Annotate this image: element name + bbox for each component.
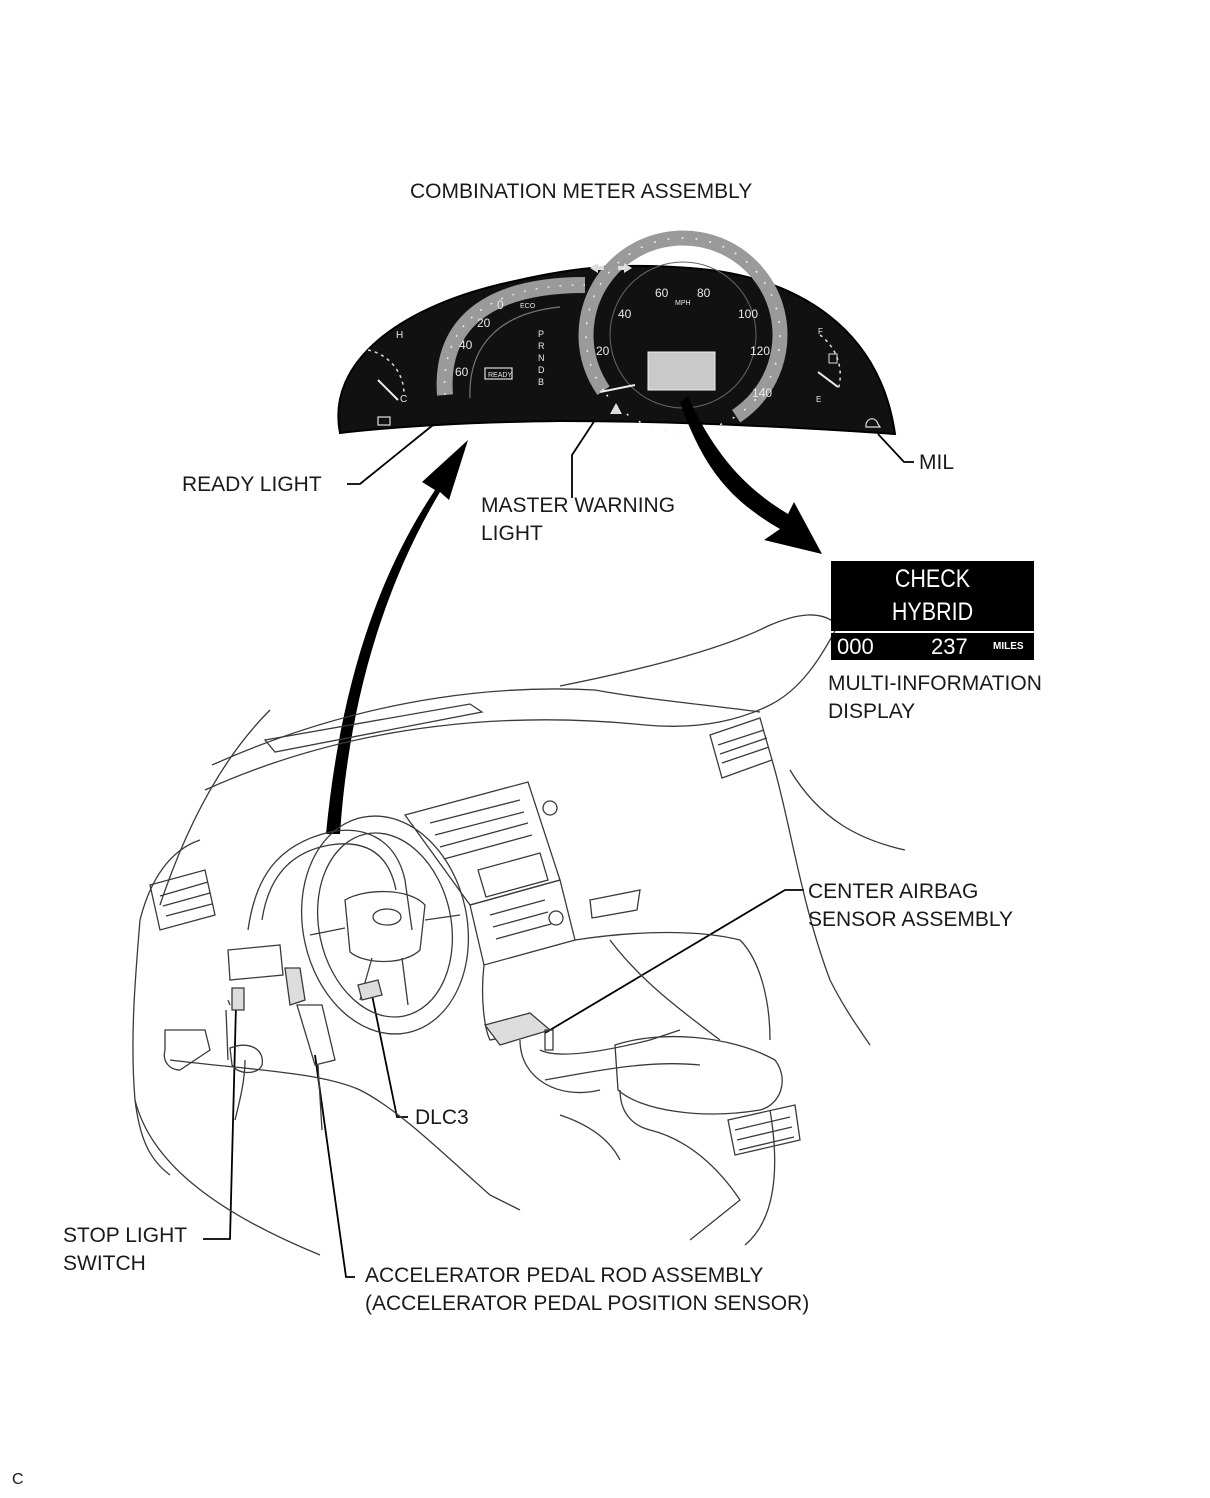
gear-indicator: P R N D B [538,329,545,387]
mid-line1: CHECK [894,565,971,593]
accel-leader [314,1054,355,1278]
speedometer: 20 40 60 80 100 120 140 MPH [578,230,788,440]
combination-meter: H C 0 20 40 60 ECO P R N D B READY [337,230,897,440]
mil-engine-icon [865,418,882,428]
accelerator-label: ACCELERATOR PEDAL ROD ASSEMBLY (ACCELERA… [365,1262,809,1318]
battery-icon [377,416,391,426]
arrow-to-meter [326,440,468,834]
diagram-title: COMBINATION METER ASSEMBLY [410,180,753,203]
left-dash-vent [149,869,216,931]
master-warning-label: MASTER WARNING LIGHT [481,492,675,548]
steering-hub [344,890,426,963]
ready-light-label: READY LIGHT [182,473,322,496]
corner-mark: C [12,1471,24,1488]
accelerator-label-line2: (ACCELERATOR PEDAL POSITION SENSOR) [365,1292,810,1315]
glovebox-handle [589,889,641,919]
ready-light-leader [347,424,434,485]
temp-high-label: H [396,330,403,341]
pedal-bracket [284,967,306,1006]
defroster-vent [263,703,484,753]
ready-light-lamp [484,367,513,380]
fuel-empty-label: E [816,395,821,404]
dlc3-leader [371,994,408,1118]
temp-gauge: H C [367,330,407,426]
svg-text:D: D [538,365,545,375]
multi-information-label-line2: DISPLAY [828,700,916,723]
center-airbag-label-line1: CENTER AIRBAG [808,880,979,903]
speed-tick-140: 140 [752,386,772,400]
center-airbag-label-line2: SENSOR ASSEMBLY [808,908,1014,931]
speed-tick-100: 100 [738,307,758,321]
mil-label: MIL [919,451,955,474]
temp-low-label: C [400,394,407,405]
stop-light-label-line2: SWITCH [63,1252,146,1275]
vehicle-interior [132,614,906,1256]
speed-tick-60: 60 [655,286,669,300]
speed-tick-20: 20 [596,344,610,358]
speed-needle [599,384,636,393]
master-warning-icon [610,403,622,414]
leader-lines [203,419,914,1278]
dlc3-connector [357,979,383,1001]
instrument-hood [247,829,413,931]
speed-tick-80: 80 [697,286,711,300]
mid-odometer-bar: 000 237 MILES [831,633,1034,660]
multi-information-label: MULTI-INFORMATION DISPLAY [828,670,1042,726]
multi-information-display: CHECK HYBRID SYSTEM 000 237 MILES [831,561,1034,660]
svg-text:R: R [538,341,545,351]
accelerator-pedal [296,1004,336,1066]
master-warning-label-line1: MASTER WARNING [481,494,676,517]
center-stack-lower [469,879,576,966]
accelerator-label-line1: ACCELERATOR PEDAL ROD ASSEMBLY [365,1264,764,1287]
svg-text:N: N [538,353,545,363]
rear-vent [727,1104,801,1156]
pointer-arrows [326,397,822,834]
dlc3-label: DLC3 [415,1106,469,1129]
fuel-gauge: F E [816,327,882,428]
stop-light-label-line1: STOP LIGHT [63,1224,188,1247]
fuel-pump-icon [828,353,838,364]
right-dash-vent [709,717,773,779]
mid-unit: MILES [993,641,1024,652]
airbag-sensor-unit [483,1012,552,1046]
right-turn-icon [618,263,632,273]
multi-information-label-line1: MULTI-INFORMATION [828,672,1042,695]
svg-text:B: B [538,377,544,387]
windshield-edge [559,614,835,687]
meter-info-screen [647,351,716,391]
speed-tick-40: 40 [618,307,632,321]
stop-light-switch [231,987,245,1011]
stop-light-leader [203,1004,237,1240]
steering-wheel [300,815,470,1035]
eco-caption: ECO [520,303,536,310]
mil-leader [877,433,914,463]
eco-tick-20: 20 [477,316,491,330]
stop-light-label: STOP LIGHT SWITCH [63,1222,187,1278]
master-warning-label-line2: LIGHT [481,522,543,545]
svg-text:P: P [538,329,544,339]
center-airbag-leader [544,889,804,1034]
ready-lamp-text: READY [488,372,512,379]
left-turn-icon [590,263,604,273]
eco-tick-0: 0 [497,298,504,312]
fuel-full-label: F [818,327,823,336]
knee-panel [227,944,284,981]
armrest [614,1035,783,1115]
center-airbag-label: CENTER AIRBAG SENSOR ASSEMBLY [808,878,1013,934]
mid-trip-value: 000 [837,634,874,659]
speed-unit: MPH [675,300,691,307]
mid-screen: CHECK HYBRID SYSTEM [831,561,1034,658]
eco-gauge: 0 20 40 60 ECO P R N D B READY [436,277,586,399]
arrow-to-display [680,397,822,554]
mid-odometer-value: 237 [931,634,968,659]
dash-top-line [211,688,596,766]
master-warning-leader [571,419,596,498]
speed-tick-120: 120 [750,344,770,358]
eco-tick-40: 40 [459,338,473,352]
eco-tick-60: 60 [455,365,469,379]
